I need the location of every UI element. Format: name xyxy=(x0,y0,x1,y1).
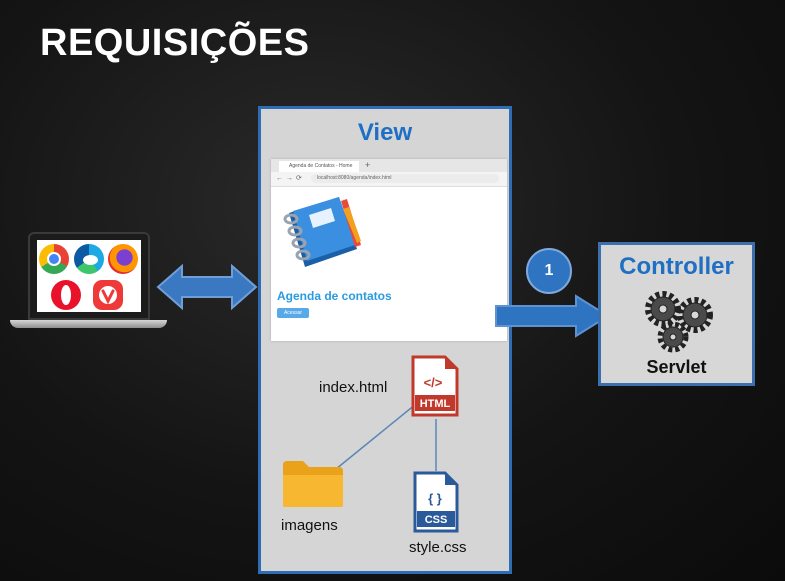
view-title: View xyxy=(357,119,413,146)
style-css-label: style.css xyxy=(409,539,467,556)
index-html-label: index.html xyxy=(319,379,388,396)
css-file-icon: { } CSS xyxy=(413,471,459,533)
address-bar: localhost:8080/agenda/index.html xyxy=(311,174,499,183)
file-connectors xyxy=(335,403,437,471)
servlet-label: Servlet xyxy=(646,357,707,377)
browser-tab: Agenda de Contatos - Home xyxy=(279,161,359,172)
controller-panel: Controller Servlet xyxy=(598,242,755,386)
laptop-screen xyxy=(28,232,150,320)
laptop-client xyxy=(10,232,167,332)
svg-text:HTML: HTML xyxy=(420,398,451,410)
agenda-notebook-icon xyxy=(283,197,361,267)
agenda-title: Agenda de contatos xyxy=(277,289,392,303)
browser-window-preview: Agenda de Contatos - Home + ←→⟳ localhos… xyxy=(271,159,507,341)
page-title: REQUISIÇÕES xyxy=(40,22,310,64)
acessar-button[interactable]: Acessar xyxy=(277,308,309,318)
html-file-icon: </> HTML xyxy=(411,355,459,417)
browser-icons xyxy=(37,240,141,312)
chrome-icon xyxy=(39,244,69,274)
imagens-label: imagens xyxy=(281,517,338,534)
browser-urlbar: ←→⟳ localhost:8080/agenda/index.html xyxy=(271,172,507,187)
browser-tabbar: Agenda de Contatos - Home + xyxy=(271,159,507,172)
opera-icon xyxy=(51,280,81,310)
svg-text:{ }: { } xyxy=(428,491,442,506)
folder-icon xyxy=(283,461,343,507)
new-tab-icon: + xyxy=(365,160,371,170)
step-badge: 1 xyxy=(526,248,572,294)
nav-arrows-icon: ←→⟳ xyxy=(276,175,305,182)
view-panel: View Agenda de Contatos - Home + ←→⟳ loc… xyxy=(258,106,512,574)
svg-text:CSS: CSS xyxy=(425,514,448,526)
svg-text:</>: </> xyxy=(424,375,443,390)
controller-title: Controller xyxy=(619,253,734,280)
vivaldi-icon xyxy=(93,280,123,310)
right-arrow-icon xyxy=(495,294,610,338)
double-arrow-icon xyxy=(156,263,258,311)
firefox-icon xyxy=(108,244,138,274)
edge-icon xyxy=(74,244,104,274)
gears-icon xyxy=(645,291,713,353)
laptop-base xyxy=(10,320,167,328)
